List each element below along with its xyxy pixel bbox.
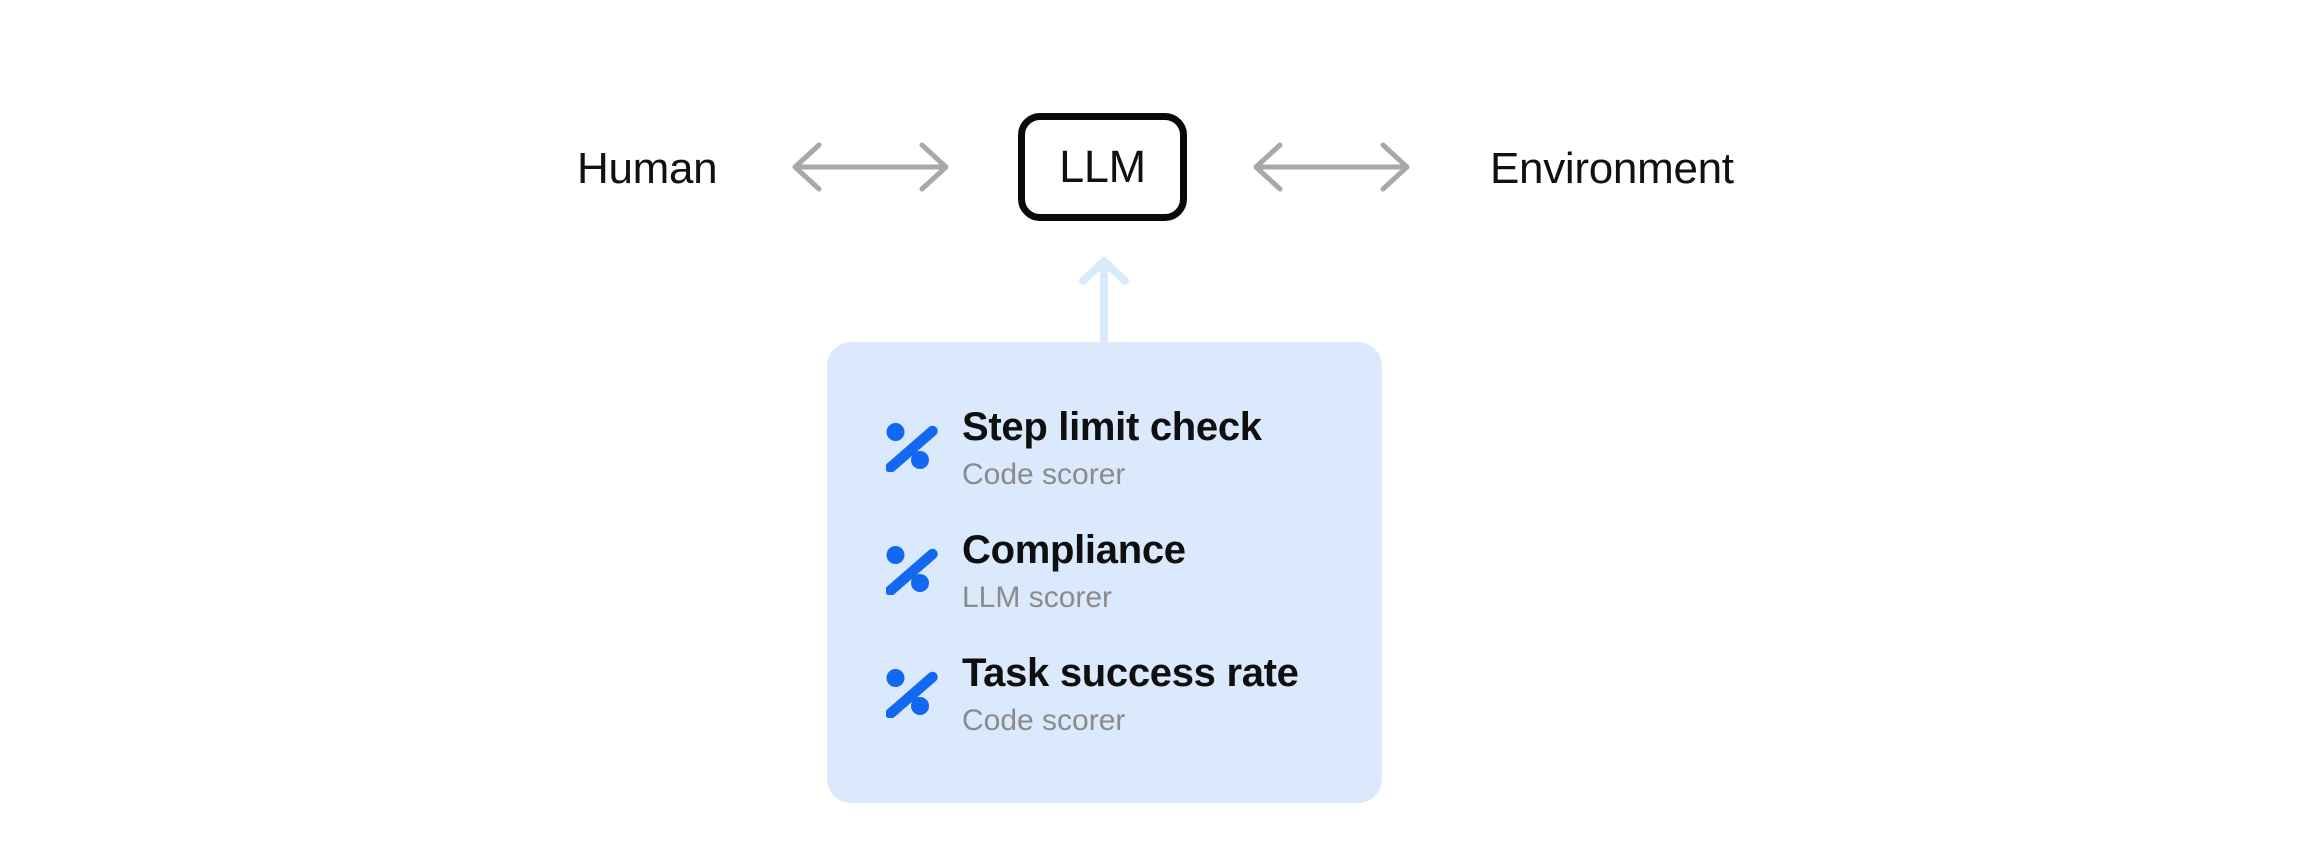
scorer-item-task-success-rate: Task success rate Code scorer: [886, 649, 1362, 740]
scorer-texts: Step limit check Code scorer: [962, 403, 1262, 494]
percent-icon: [886, 546, 938, 595]
percent-icon: [886, 423, 938, 472]
environment-node-label: Environment: [1490, 144, 1734, 193]
human-node-label: Human: [577, 144, 718, 193]
llm-node-box: LLM: [1018, 113, 1187, 221]
scorer-subtitle: Code scorer: [962, 458, 1126, 491]
scorer-title: Task success rate: [962, 651, 1299, 695]
human-llm-bidirectional-arrow-icon: [792, 142, 949, 192]
scorer-subtitle: Code scorer: [962, 704, 1126, 737]
scorer-texts: Compliance LLM scorer: [962, 526, 1186, 617]
llm-environment-bidirectional-arrow-icon: [1253, 142, 1410, 192]
llm-node-label: LLM: [1059, 141, 1146, 192]
scorer-panel: Step limit check Code scorer Compliance …: [827, 342, 1382, 803]
scorer-item-step-limit-check: Step limit check Code scorer: [886, 403, 1362, 494]
scorer-item-compliance: Compliance LLM scorer: [886, 526, 1362, 617]
scorers-to-llm-up-arrow-icon: [1079, 257, 1129, 345]
scorer-title: Compliance: [962, 528, 1186, 572]
scorer-subtitle: LLM scorer: [962, 581, 1113, 614]
scorer-texts: Task success rate Code scorer: [962, 649, 1299, 740]
percent-icon: [886, 669, 938, 718]
scorer-title: Step limit check: [962, 405, 1262, 449]
